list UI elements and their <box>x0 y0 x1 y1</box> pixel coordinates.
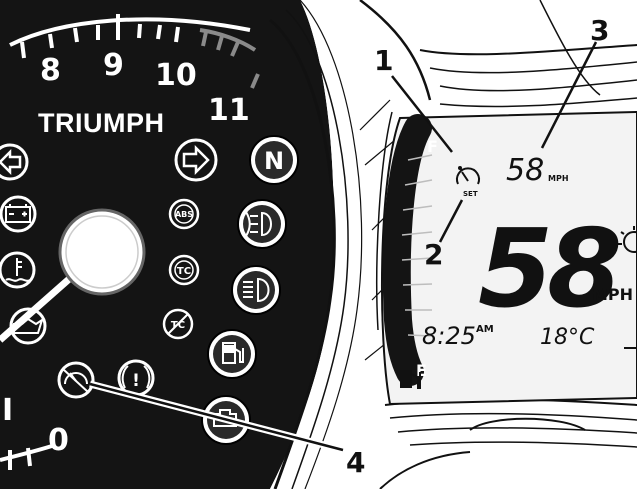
tach-label-8: 8 <box>40 53 61 88</box>
fog-light <box>238 200 286 248</box>
svg-text:!: ! <box>132 371 140 391</box>
svg-text:TC: TC <box>177 266 191 277</box>
speed-unit: MPH <box>592 285 633 304</box>
clock-suffix: AM <box>476 324 494 335</box>
fuel-full-label: F <box>427 137 438 156</box>
high-beam <box>232 266 280 314</box>
set-speed-unit: MPH <box>548 174 569 183</box>
ambient-temperature: 18°C <box>540 325 595 350</box>
tach-label-1: I <box>2 393 13 428</box>
lcd-display: F E SET 58 MPH 58 MPH 8:25 <box>377 112 637 404</box>
tach-label-10: 10 <box>155 58 197 93</box>
callout-3: 3 <box>590 14 609 47</box>
tachometer-dial: 8 9 10 11 TRIUMPH I 0 <box>0 0 334 489</box>
speed-value: 58 <box>478 207 619 332</box>
svg-text:ABS: ABS <box>175 210 193 219</box>
tach-label-11: 11 <box>208 93 250 128</box>
callout-4: 4 <box>346 446 365 479</box>
tach-label-9: 9 <box>103 48 124 83</box>
neutral-icon: N <box>264 147 284 175</box>
brand-logo: TRIUMPH <box>38 108 165 138</box>
callout-2: 2 <box>424 238 443 271</box>
callout-1: 1 <box>374 44 393 77</box>
clock-value: 8:25 <box>422 322 476 350</box>
tach-label-0: 0 <box>48 423 69 458</box>
low-fuel <box>208 330 256 378</box>
cruise-set-label: SET <box>463 190 478 198</box>
set-speed-value: 58 <box>506 153 544 188</box>
neutral: N <box>250 136 298 184</box>
